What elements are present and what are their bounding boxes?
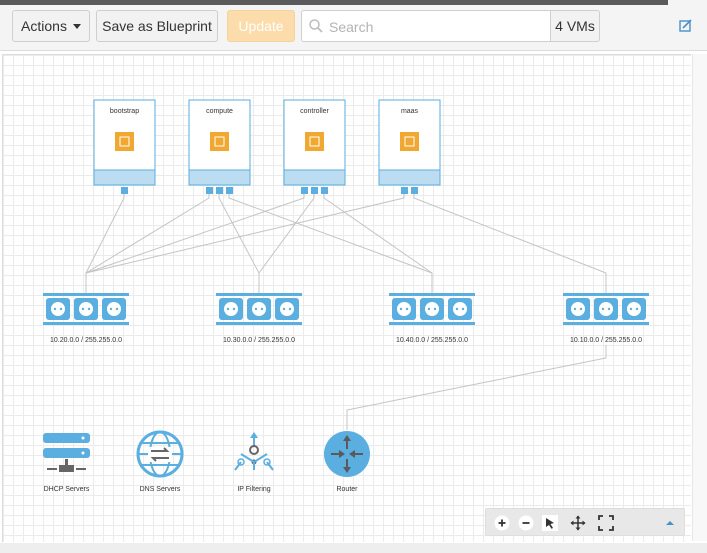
triangle-up-icon: [666, 521, 674, 525]
search-input[interactable]: [327, 11, 546, 43]
nic-port[interactable]: [216, 187, 223, 194]
service-label: DHCP Servers: [44, 486, 90, 493]
connection-line: [323, 193, 433, 274]
update-button[interactable]: Update: [227, 10, 295, 42]
connection-line: [258, 193, 315, 274]
ip-filtering-service[interactable]: IP Filtering: [234, 432, 274, 493]
ip-filtering-icon: [234, 432, 274, 471]
vm-card[interactable]: bootstrap: [93, 99, 156, 186]
bottom-strip: [0, 543, 707, 553]
zoom-in-button[interactable]: [493, 514, 511, 532]
select-tool-button[interactable]: [541, 514, 559, 532]
top-accent-line: [0, 0, 668, 5]
dhcp-server-service[interactable]: DHCP Servers: [43, 433, 90, 493]
vm-card[interactable]: controller: [283, 99, 346, 186]
search-icon: [309, 19, 323, 33]
fit-to-screen-button[interactable]: [597, 514, 615, 532]
nic-port[interactable]: [321, 187, 328, 194]
connection-line: [218, 193, 260, 274]
dhcp-server-icon: [43, 433, 90, 472]
network-label: 10.10.0.0 / 255.255.0.0: [570, 337, 642, 344]
service-label: DNS Servers: [140, 486, 181, 493]
vm-card[interactable]: compute: [188, 99, 251, 186]
vm-icon: [400, 132, 419, 151]
caret-down-icon: [72, 23, 81, 29]
network-label: 10.40.0.0 / 255.255.0.0: [396, 337, 468, 344]
network-switch[interactable]: 10.10.0.0 / 255.255.0.0: [563, 293, 649, 344]
network-label: 10.20.0.0 / 255.255.0.0: [50, 337, 122, 344]
vm-name: bootstrap: [110, 108, 139, 115]
connection-line: [346, 345, 607, 430]
plus-icon: [494, 515, 510, 531]
connection-line: [228, 193, 433, 274]
dns-server-service[interactable]: DNS Servers: [136, 430, 184, 493]
pointer-icon: [542, 515, 558, 531]
zoom-toolbar: [485, 508, 685, 536]
edit-note-icon[interactable]: [679, 19, 693, 33]
router-icon: [324, 431, 370, 477]
zoom-out-button[interactable]: [517, 514, 535, 532]
network-switch[interactable]: 10.40.0.0 / 255.255.0.0: [389, 293, 475, 344]
connection-lines: [85, 193, 607, 430]
connection-line: [85, 193, 125, 274]
vm-name: controller: [300, 108, 329, 115]
network-label: 10.30.0.0 / 255.255.0.0: [223, 337, 295, 344]
vm-icon: [210, 132, 229, 151]
nic-port[interactable]: [401, 187, 408, 194]
network-switch[interactable]: 10.30.0.0 / 255.255.0.0: [216, 293, 302, 344]
connection-line: [85, 193, 210, 274]
connection-line: [85, 193, 405, 274]
nic-port[interactable]: [226, 187, 233, 194]
connection-line: [85, 193, 305, 274]
actions-dropdown-button[interactable]: Actions: [12, 10, 90, 42]
collapse-toolbar-button[interactable]: [661, 514, 679, 532]
network-switch[interactable]: 10.20.0.0 / 255.255.0.0: [43, 293, 129, 344]
vm-card[interactable]: maas: [378, 99, 441, 186]
dns-globe-icon: [136, 430, 184, 478]
move-arrows-icon: [570, 515, 586, 531]
toolbar: Actions Save as Blueprint Update 4 VMs: [0, 0, 707, 51]
vm-icon: [115, 132, 134, 151]
nic-port[interactable]: [311, 187, 318, 194]
minus-icon: [518, 515, 534, 531]
service-label: IP Filtering: [237, 486, 270, 493]
search-box[interactable]: [301, 10, 551, 43]
nic-ports: [121, 187, 418, 194]
vertical-scrollbar[interactable]: [692, 54, 707, 541]
router-service[interactable]: Router: [324, 431, 370, 493]
fullscreen-icon: [598, 515, 614, 531]
actions-label: Actions: [21, 18, 67, 34]
save-as-blueprint-button[interactable]: Save as Blueprint: [96, 10, 218, 42]
vm-count-badge: 4 VMs: [550, 10, 600, 42]
service-label: Router: [336, 486, 358, 493]
vm-name: maas: [401, 108, 419, 115]
nic-port[interactable]: [411, 187, 418, 194]
nic-port[interactable]: [121, 187, 128, 194]
pan-tool-button[interactable]: [569, 514, 587, 532]
vm-name: compute: [206, 108, 233, 115]
connection-line: [413, 193, 607, 274]
vm-icon: [305, 132, 324, 151]
nic-port[interactable]: [206, 187, 213, 194]
nic-port[interactable]: [301, 187, 308, 194]
